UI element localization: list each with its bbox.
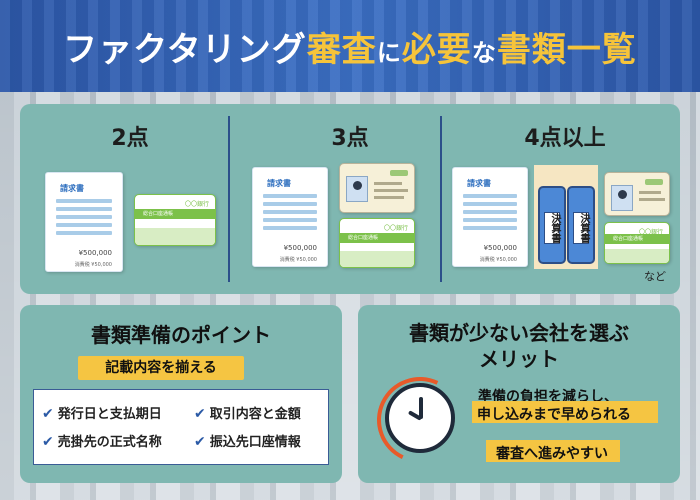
merits-title-line2: メリット <box>479 347 559 371</box>
check-icon: ✔ <box>194 434 206 450</box>
checklist-item: ✔発行日と支払期日 <box>42 406 162 422</box>
id-photo <box>611 185 633 211</box>
header-banner-texture <box>0 0 700 92</box>
etc-label: など <box>644 270 666 283</box>
column-divider <box>440 116 442 282</box>
check-icon: ✔ <box>194 406 206 422</box>
header-banner <box>0 0 700 92</box>
points-title: 書類準備のポイント <box>91 323 271 347</box>
merit-highlight <box>472 401 658 423</box>
merits-title-line1: 書類が少ない会社を選ぶ <box>409 321 629 345</box>
check-icon: ✔ <box>42 406 54 422</box>
column-title-4plus: 4点以上 <box>524 126 606 151</box>
column-title-3: 3点 <box>331 126 369 151</box>
points-badge: 記載内容を揃える <box>78 356 244 380</box>
checklist-item: ✔取引内容と金額 <box>194 406 301 422</box>
id-card <box>604 172 670 216</box>
invoice-document: 請求書 ¥500,000 消費税 ¥50,000 <box>45 172 123 272</box>
checklist-item: ✔売掛先の正式名称 <box>42 434 162 450</box>
clock-icon <box>385 383 455 453</box>
id-photo <box>346 176 368 202</box>
checklist-item: ✔振込先口座情報 <box>194 434 301 450</box>
check-icon: ✔ <box>42 434 54 450</box>
id-card <box>339 163 415 213</box>
merit-text-2: 申し込みまで早められる <box>477 407 631 423</box>
invoice-document: 請求書 ¥500,000 消費税 ¥50,000 <box>252 167 328 267</box>
financial-statement-binder: 決算書 <box>538 186 566 264</box>
page-title: ファクタリング審査に必要な書類一覧 <box>63 30 637 70</box>
financial-statement-binder: 決算書 <box>567 186 595 264</box>
bank-passbook: 〇〇銀行 総合口座通帳 <box>134 194 216 246</box>
points-checklist <box>33 389 329 465</box>
bank-passbook: 〇〇銀行 総合口座通帳 <box>604 222 670 264</box>
merit-highlight <box>486 440 620 462</box>
bank-passbook: 〇〇銀行 総合口座通帳 <box>339 218 415 268</box>
column-divider <box>228 116 230 282</box>
column-title-2: 2点 <box>111 126 149 151</box>
invoice-document: 請求書 ¥500,000 消費税 ¥50,000 <box>452 167 528 267</box>
merit-text-3: 審査へ進みやすい <box>496 446 608 462</box>
